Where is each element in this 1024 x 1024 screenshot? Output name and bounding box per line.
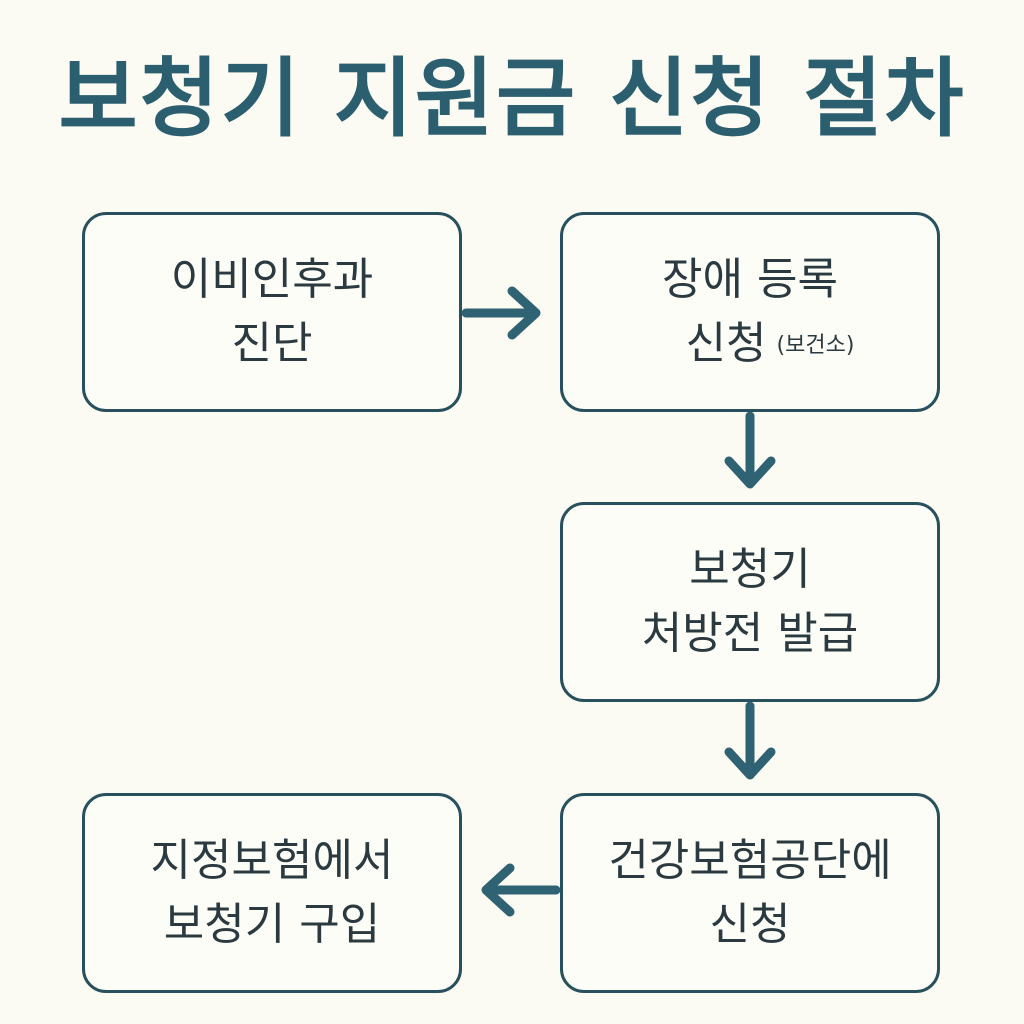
- step-2-line-2: 신청: [685, 318, 767, 369]
- step-5-line-2: 보청기 구입: [163, 899, 381, 950]
- step-2-line-2-wrap: 신청 (보건소): [646, 312, 855, 376]
- step-1-line-2: 진단: [231, 318, 313, 369]
- step-3-line-1: 보청기: [689, 544, 811, 596]
- arrow-down-icon: [724, 411, 776, 489]
- step-2-note: (보건소): [776, 333, 855, 359]
- arrow-right-icon: [461, 286, 541, 340]
- step-5-line-1: 지정보험에서: [150, 835, 394, 887]
- step-3-line-2: 처방전 발급: [641, 608, 859, 659]
- page-title: 보청기 지원금 신청 절차: [58, 49, 966, 149]
- step-box-3: 보청기 처방전 발급: [560, 502, 940, 702]
- step-1-line-1: 이비인후과: [170, 254, 374, 306]
- step-box-5: 지정보험에서 보청기 구입: [82, 793, 462, 993]
- step-2-line-1: 장애 등록: [662, 254, 838, 306]
- step-box-2: 장애 등록 신청 (보건소): [560, 212, 940, 412]
- arrow-down-icon: [724, 701, 776, 780]
- step-4-line-1: 건강보험공단에: [608, 835, 892, 887]
- step-4-line-2: 신청: [709, 899, 791, 950]
- step-box-4: 건강보험공단에 신청: [560, 793, 940, 993]
- step-box-1: 이비인후과 진단: [82, 212, 462, 412]
- arrow-left-icon: [481, 863, 561, 917]
